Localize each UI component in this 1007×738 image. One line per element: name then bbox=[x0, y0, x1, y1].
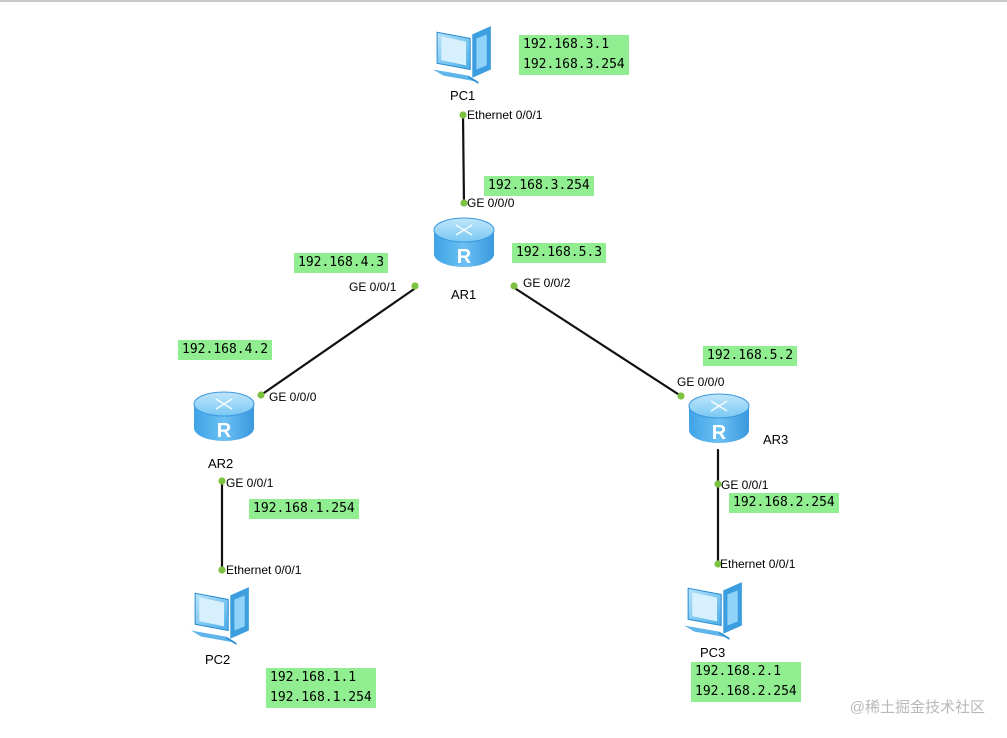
ip-box-ar1-ge000: 192.168.3.254 bbox=[484, 176, 594, 196]
device-label-pc1: PC1 bbox=[450, 88, 476, 103]
device-label-ar3: AR3 bbox=[763, 432, 789, 447]
port-label-ar3-ge001: GE 0/0/1 bbox=[721, 478, 769, 492]
link-pc1-ar1 bbox=[461, 113, 466, 207]
port-dot-pc2-eth bbox=[218, 566, 226, 574]
device-label-pc3: PC3 bbox=[700, 645, 726, 660]
ip-box-pc3: 192.168.2.1 192.168.2.254 bbox=[691, 662, 801, 702]
port-dot-ar1-ge002 bbox=[510, 282, 518, 290]
port-dot-ar2-ge001 bbox=[218, 477, 226, 485]
top-border bbox=[0, 0, 1007, 2]
port-label-pc2-eth: Ethernet 0/0/1 bbox=[226, 563, 302, 577]
port-label-ar1-ge002: GE 0/0/2 bbox=[523, 276, 571, 290]
ip-text-pc1-gateway: 192.168.3.254 bbox=[523, 57, 625, 72]
port-label-ar1-ge000: GE 0/0/0 bbox=[467, 196, 515, 210]
ip-text-pc2-address: 192.168.1.1 bbox=[270, 670, 357, 685]
port-dot-pc3-eth bbox=[714, 560, 722, 568]
port-label-pc1-eth: Ethernet 0/0/1 bbox=[467, 108, 543, 122]
device-label-ar1: AR1 bbox=[451, 287, 477, 302]
port-dot-ar2-ge000 bbox=[257, 391, 265, 399]
ip-text-pc3-gateway: 192.168.2.254 bbox=[695, 684, 797, 699]
port-dot-ar1-ge000 bbox=[460, 199, 468, 207]
pc2-icon bbox=[190, 586, 250, 646]
router-ar3-icon bbox=[688, 393, 750, 445]
port-label-ar3-ge000: GE 0/0/0 bbox=[677, 375, 725, 389]
pc3-icon bbox=[683, 581, 743, 641]
port-dot-ar3-ge001 bbox=[714, 480, 722, 488]
port-dot-ar3-ge000 bbox=[677, 392, 685, 400]
ip-box-ar3-ge000: 192.168.5.2 bbox=[703, 346, 798, 366]
ip-text-pc1-address: 192.168.3.1 bbox=[523, 37, 610, 52]
ip-box-ar2-ge000: 192.168.4.2 bbox=[178, 340, 273, 360]
router-ar1-icon bbox=[433, 217, 495, 269]
ip-box-pc1: 192.168.3.1 192.168.3.254 bbox=[519, 35, 629, 75]
port-dot-pc1-eth bbox=[459, 111, 467, 119]
device-label-ar2: AR2 bbox=[208, 456, 234, 471]
port-label-ar2-ge000: GE 0/0/0 bbox=[269, 390, 317, 404]
port-dot-ar1-ge001 bbox=[411, 282, 419, 290]
ip-box-pc2: 192.168.1.1 192.168.1.254 bbox=[266, 668, 376, 708]
router-ar2-icon bbox=[193, 391, 255, 443]
link-ar1-ar2 bbox=[259, 285, 419, 397]
ip-box-ar2-ge001: 192.168.1.254 bbox=[249, 499, 359, 519]
port-label-pc3-eth: Ethernet 0/0/1 bbox=[720, 557, 796, 571]
ip-text-pc2-gateway: 192.168.1.254 bbox=[270, 690, 372, 705]
ip-box-ar1-ge001: 192.168.4.3 bbox=[294, 253, 389, 273]
pc1-icon bbox=[432, 25, 492, 85]
watermark: @稀土掘金技术社区 bbox=[849, 699, 985, 716]
ip-box-ar1-ge002: 192.168.5.3 bbox=[512, 243, 607, 263]
port-label-ar2-ge001: GE 0/0/1 bbox=[226, 476, 274, 490]
port-label-ar1-ge001: GE 0/0/1 bbox=[349, 280, 397, 294]
link-ar1-ar3 bbox=[511, 285, 683, 398]
ip-text-pc3-address: 192.168.2.1 bbox=[695, 664, 782, 679]
ip-box-ar3-ge001: 192.168.2.254 bbox=[729, 493, 839, 513]
device-label-pc2: PC2 bbox=[205, 652, 231, 667]
